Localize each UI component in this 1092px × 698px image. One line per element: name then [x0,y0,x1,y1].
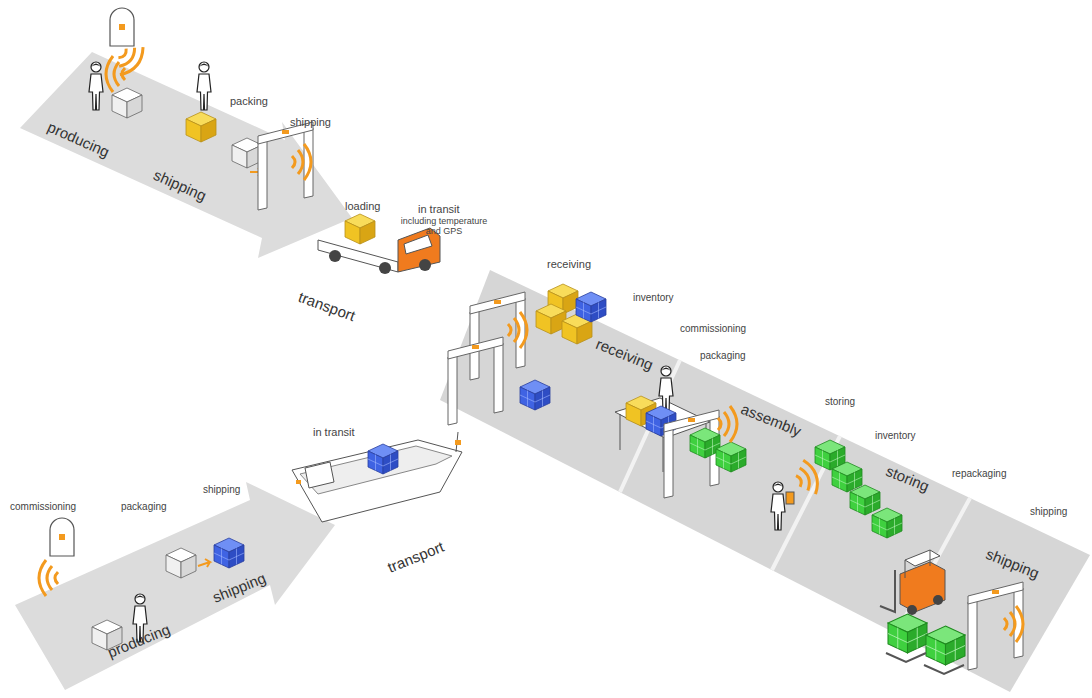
pallet-base [886,653,964,674]
ship [305,462,334,488]
process-platform [440,270,1090,692]
ship [296,480,301,484]
process-platform [20,52,352,258]
ship [455,440,461,445]
green-box [716,442,746,472]
step-label: packaging [700,350,746,362]
forklift [880,570,895,612]
rfid-waves [111,39,149,79]
white-box [166,548,196,578]
forklift [933,595,943,605]
rfid-gate [664,410,719,498]
step-label: inventory [875,430,916,442]
forklift [907,605,917,615]
forklift [905,550,930,578]
forklift [905,550,940,566]
step-label: commissioning [680,323,746,335]
forklift [880,550,945,615]
rfid-waves [1004,606,1023,642]
truck [404,235,432,254]
ship [292,432,462,522]
process-platform [15,482,335,690]
rfid-waves [508,312,527,348]
truck [329,250,341,262]
rfid-waves [718,406,737,442]
step-label: inventory [633,292,674,304]
green-box [832,462,862,492]
yellow-box [536,304,566,334]
step-label: repackaging [952,468,1006,480]
stage-label: transport [296,288,358,324]
step-label: shipping [290,116,331,129]
step-label: shipping [1030,506,1067,518]
rfid-gate [968,582,1023,670]
green-box [850,485,880,515]
worker-figure [771,482,785,530]
rfid-reader [110,8,134,46]
blue-box [576,292,606,322]
worker-figure [89,62,103,110]
flow-mark [198,559,210,567]
step-label: packaging [121,501,167,513]
rfid-waves [39,560,58,596]
step-label: commissioning [10,501,76,513]
step-label: loading [345,200,380,213]
step-label: receiving [547,258,591,271]
step-label: shipping [203,484,240,496]
rfid-reader [50,518,74,556]
truck [318,228,440,274]
stage-label: transport [385,538,446,576]
yellow-box [345,214,375,244]
ship [292,440,462,522]
blue-box [368,444,398,474]
rfid-waves [292,144,311,180]
green-box [690,428,720,458]
green-box [872,508,902,538]
truck [379,262,391,274]
step-label: packing [230,95,268,108]
step-label: storing [825,396,855,408]
rfid-gate [258,122,313,210]
rfid-gate [448,337,503,425]
blue-box [520,380,550,410]
yellow-box [186,112,216,142]
worker-figure [197,62,211,110]
green-pallet [888,614,927,653]
blue-box [214,538,244,568]
white-box [112,88,142,118]
step-label: including temperature and GPS [392,216,496,237]
step-label: in transit [418,203,460,216]
section-divider [620,360,970,634]
handheld-reader [786,492,794,504]
truck [419,259,431,271]
step-label: in transit [313,426,355,439]
forklift [900,562,945,612]
green-pallet [926,626,965,665]
